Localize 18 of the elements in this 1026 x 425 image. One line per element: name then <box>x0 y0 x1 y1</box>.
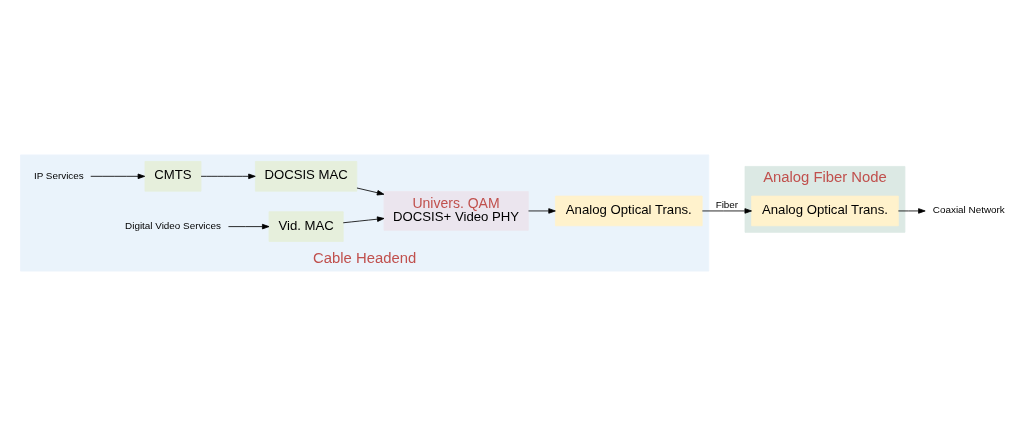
arrow <box>356 187 385 195</box>
node-box: DOCSIS MAC <box>255 160 358 192</box>
arrow <box>228 223 270 229</box>
node-text: IP Services <box>33 169 84 181</box>
arrow <box>200 173 256 179</box>
arrow <box>90 173 146 179</box>
arrow <box>342 215 385 223</box>
node-box: Analog Optical Trans. <box>555 195 703 226</box>
arrow <box>897 207 926 214</box>
arrow <box>701 207 752 214</box>
node-box: Analog Optical Trans. <box>751 195 899 226</box>
node-box: Univers. QAM DOCSIS+ Video PHY <box>383 190 529 231</box>
node-box: CMTS <box>144 160 202 192</box>
edge-label: Fiber <box>715 198 739 210</box>
node-box: Vid. MAC <box>268 210 344 242</box>
node-text: Coaxial Network <box>932 203 1005 215</box>
arrow <box>528 207 556 214</box>
node-text: Digital Video Services <box>125 219 221 231</box>
